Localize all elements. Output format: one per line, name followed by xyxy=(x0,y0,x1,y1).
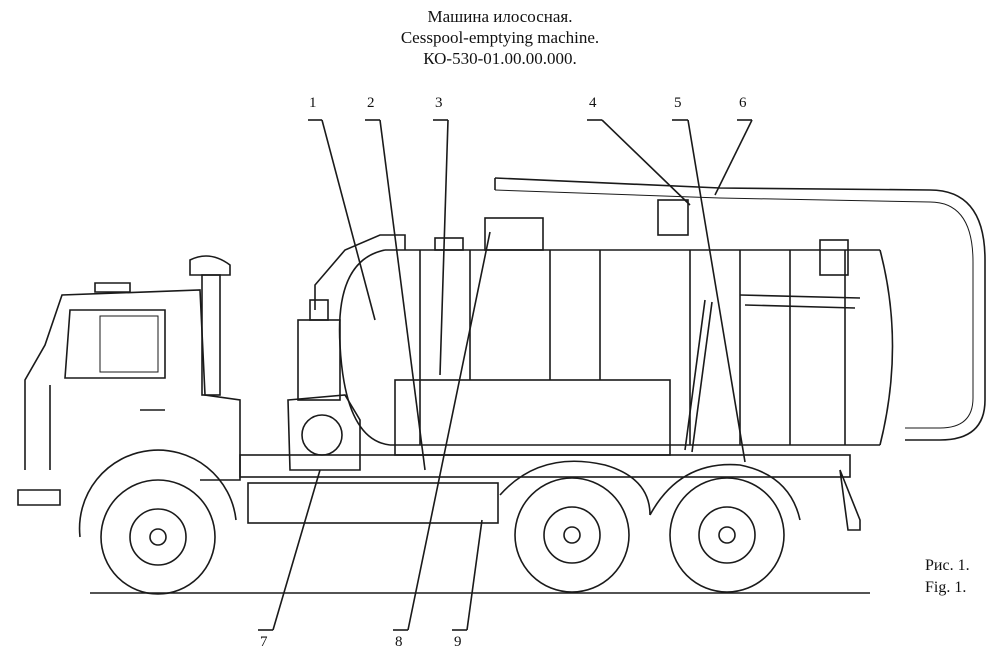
leader-lines xyxy=(258,119,753,631)
pump xyxy=(297,319,341,401)
callout-5: 5 xyxy=(674,95,682,111)
callout-1: 1 xyxy=(309,95,317,111)
figure-label-en: Fig. 1. xyxy=(925,579,967,596)
figure-label-ru: Рис. 1. xyxy=(925,557,970,574)
callout-3: 3 xyxy=(435,95,443,111)
pipe-left xyxy=(314,234,406,310)
callout-8: 8 xyxy=(395,634,403,650)
drawing-title: Машина илососная. Cesspool-emptying mach… xyxy=(0,6,1000,69)
cylinder xyxy=(684,299,706,451)
suction-pipe xyxy=(494,177,986,441)
front-wheel xyxy=(78,449,237,595)
side-box xyxy=(247,482,499,524)
tank xyxy=(338,217,894,446)
rear-fender xyxy=(499,460,801,521)
callout-6: 6 xyxy=(739,95,747,111)
callout-2: 2 xyxy=(367,95,375,111)
cab xyxy=(17,255,241,506)
bracket-7 xyxy=(287,394,361,471)
callout-9: 9 xyxy=(454,634,462,650)
figure-label: Рис. 1. Fig. 1. xyxy=(925,555,970,599)
title-ru: Машина илососная. xyxy=(427,7,573,26)
title-code: КО-530-01.00.00.000. xyxy=(423,49,577,68)
callout-4: 4 xyxy=(589,95,597,111)
title-en: Cesspool-emptying machine. xyxy=(400,28,600,47)
callout-7: 7 xyxy=(260,634,268,650)
rear-wheel-1 xyxy=(514,477,630,593)
box-3 xyxy=(394,379,671,456)
rear-wheel-2 xyxy=(669,477,785,593)
